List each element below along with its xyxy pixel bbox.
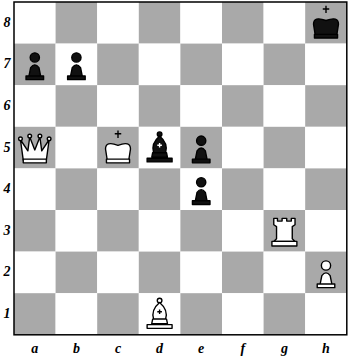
board-square (56, 44, 98, 86)
board-square (305, 293, 347, 335)
board-square (305, 168, 347, 210)
file-letter: d (156, 342, 163, 356)
board-square (14, 168, 56, 210)
board-square (222, 168, 264, 210)
chess-piece (106, 130, 131, 162)
board-square (264, 44, 306, 86)
rank-number: 5 (4, 141, 11, 155)
board-square (139, 293, 181, 335)
board-square (56, 168, 98, 210)
board-square (56, 127, 98, 169)
chess-piece (26, 53, 44, 80)
chess-piece (317, 261, 335, 288)
board-square (14, 210, 56, 252)
file-letter: h (322, 342, 330, 356)
board-square (97, 210, 139, 252)
board-square (139, 168, 181, 210)
board-square (139, 210, 181, 252)
board-square (14, 252, 56, 294)
board-square (264, 168, 306, 210)
board-square (180, 293, 222, 335)
bishop-mark (157, 143, 162, 148)
chess-piece (272, 218, 297, 246)
chess-piece (192, 178, 210, 205)
board-square (139, 2, 181, 44)
board-square (305, 2, 347, 44)
rank-number: 3 (4, 224, 11, 238)
board-square (180, 44, 222, 86)
board-square (180, 210, 222, 252)
board-square (222, 293, 264, 335)
board-square (264, 252, 306, 294)
file-letter: c (115, 342, 121, 356)
board-square (14, 293, 56, 335)
board-square (14, 44, 56, 86)
board-square (97, 44, 139, 86)
board-square (56, 85, 98, 127)
chess-piece (314, 6, 339, 38)
rank-number: 7 (4, 57, 11, 71)
board-square (14, 127, 56, 169)
rank-number: 1 (4, 307, 11, 321)
board-square (180, 85, 222, 127)
file-letter: g (281, 342, 288, 356)
board-square (97, 127, 139, 169)
board-square (139, 44, 181, 86)
board-square (139, 85, 181, 127)
board-square (222, 210, 264, 252)
file-letter: b (73, 342, 80, 356)
board-square (97, 168, 139, 210)
chess-piece (19, 134, 51, 163)
bishop-mark (157, 309, 162, 314)
board-square (305, 44, 347, 86)
board-square (97, 252, 139, 294)
board-square (305, 210, 347, 252)
board-square (222, 44, 264, 86)
board-square (305, 127, 347, 169)
board-square (56, 293, 98, 335)
board-square (97, 85, 139, 127)
board-square (180, 2, 222, 44)
board-square (56, 210, 98, 252)
board-square (264, 210, 306, 252)
board-square (264, 293, 306, 335)
board-square (264, 2, 306, 44)
board-square (139, 252, 181, 294)
board-square (180, 127, 222, 169)
board-square (264, 85, 306, 127)
board-square (56, 2, 98, 44)
board-square (305, 85, 347, 127)
board-square (222, 85, 264, 127)
board-square (264, 127, 306, 169)
rank-number: 2 (4, 265, 11, 279)
chess-piece (68, 53, 86, 80)
file-letter: f (240, 342, 245, 356)
board-square (180, 252, 222, 294)
board-square (222, 2, 264, 44)
board-square (305, 252, 347, 294)
chess-piece (147, 298, 172, 328)
file-letter: a (31, 342, 38, 356)
board-square (139, 127, 181, 169)
rank-number: 6 (4, 99, 11, 113)
board-square (56, 252, 98, 294)
file-letter: e (198, 342, 204, 356)
board-square (97, 293, 139, 335)
board-square (222, 127, 264, 169)
board-border (14, 2, 347, 335)
board-square (14, 85, 56, 127)
board-square (97, 2, 139, 44)
rank-number: 8 (4, 16, 11, 30)
chess-piece (192, 136, 210, 163)
board-square (14, 2, 56, 44)
board-square (222, 252, 264, 294)
board-square (180, 168, 222, 210)
chess-piece (147, 132, 172, 162)
rank-number: 4 (4, 182, 11, 196)
